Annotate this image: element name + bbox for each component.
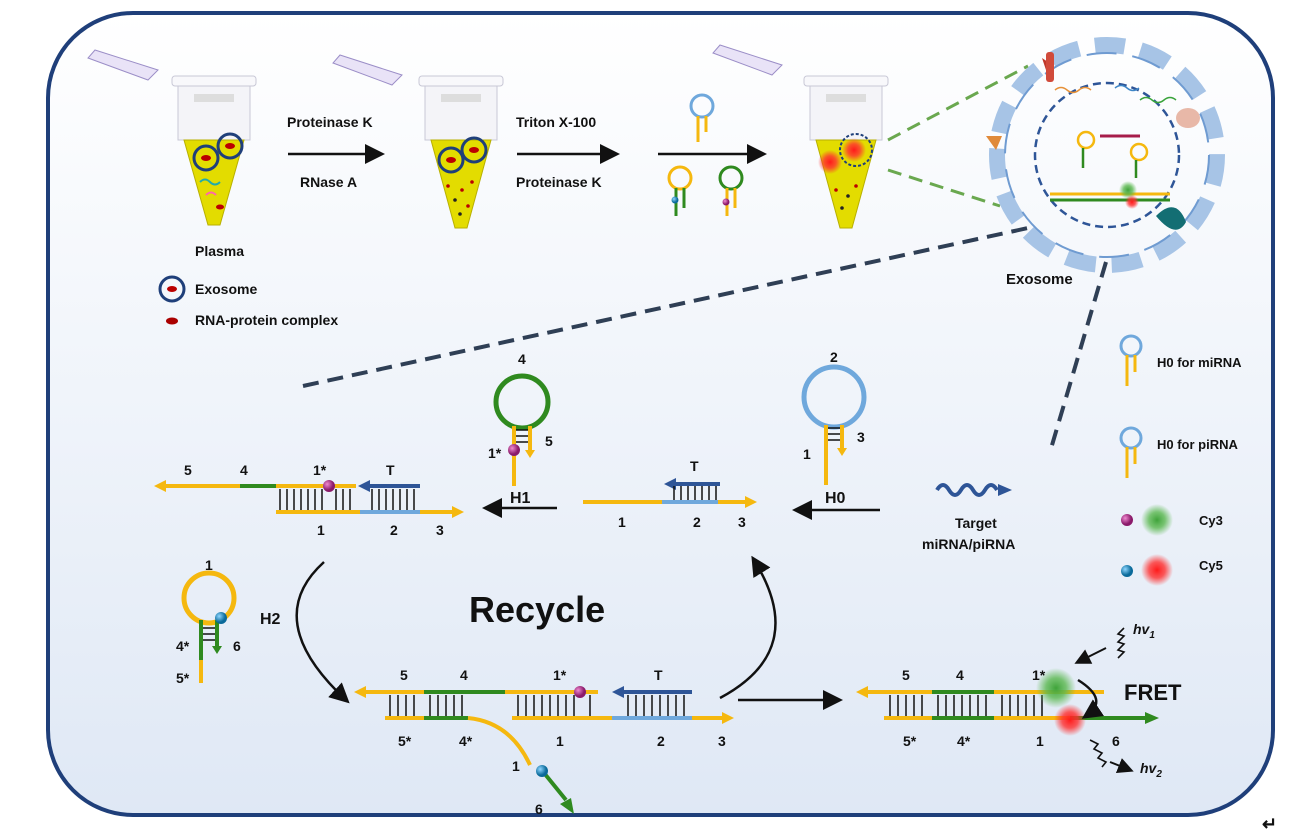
plasma-label: Plasma [195,243,244,259]
fret-domain-1: 1 [1036,733,1044,749]
diagram-frame [46,11,1275,817]
fret-domain-6: 6 [1112,733,1120,749]
bottom-domain-1: 1 [556,733,564,749]
fret-label: FRET [1124,680,1182,705]
h1-domain-4: 4 [518,351,526,367]
exosome-icon [216,132,244,160]
h0-hairpin [801,364,867,485]
bottom-domain-4s: 4* [459,733,473,749]
h2-domain-4s: 4* [176,638,190,654]
recycle-arrow [719,555,777,700]
dashed-guide-right [1048,261,1108,453]
legend-cy5-label: Cy5 [1199,558,1223,573]
h0-arrow-label: H0 [825,490,846,507]
h1-domain-5: 5 [545,433,553,449]
hv1-label: hv1 [1133,621,1155,641]
step2-bottom-label: Proteinase K [516,174,602,190]
h1-hairpin [493,373,551,486]
fret-domain-5s: 5* [903,733,917,749]
fret-domain-1s: 1* [1032,667,1046,683]
h1-arrow-label: H1 [510,490,531,507]
h2-domain-5s: 5* [176,670,190,686]
h2-domain-6: 6 [233,638,241,654]
probe-hairpins [667,93,744,216]
left-domain-1: 1 [317,522,325,538]
rna-protein-icon [166,317,178,325]
legend-cy3-label: Cy3 [1199,513,1223,528]
h0-domain-1: 1 [803,446,811,462]
cy3-dot-icon [1121,514,1133,526]
h2-complex [354,686,734,814]
left-domain-2: 2 [390,522,398,538]
legend-h0-pirna-label: H0 for piRNA [1157,437,1239,452]
zoom-line-bottom [887,168,1001,208]
h0-domain-3: 3 [857,429,865,445]
return-symbol: ↵ [1262,814,1277,832]
h2-arrow-label: H2 [260,611,281,628]
rna-protein-legend-label: RNA-protein complex [195,312,338,328]
exosome-legend-icon [158,275,186,303]
left-domain-1s: 1* [313,462,327,478]
fret-domain-5: 5 [902,667,910,683]
step2-top-label: Triton X-100 [516,114,596,130]
tube-plasma [87,49,257,226]
bottom-domain-4: 4 [460,667,468,683]
h2-arrow [295,561,350,704]
exosome-zoom-label: Exosome [1006,271,1073,288]
bottom-tail-domain-1: 1 [512,758,520,774]
target-label-line1: Target [955,515,997,531]
h1-domain-1s: 1* [488,445,502,461]
mid-domain-3: 3 [738,514,746,530]
recycle-label: Recycle [469,589,605,630]
hv2-label: hv2 [1140,760,1162,780]
cy5-glow-icon [1141,554,1173,586]
mid-T-label: T [690,458,699,474]
fret-product [856,627,1159,773]
bottom-domain-3: 3 [718,733,726,749]
h2-hairpin [181,570,237,683]
bottom-T-label: T [654,667,663,683]
left-domain-5: 5 [184,462,192,478]
legend-h0-pirna [1119,426,1143,478]
legend-h0-mirna [1119,334,1143,386]
h0-domain-2: 2 [830,349,838,365]
fret-domain-4: 4 [956,667,964,683]
tube-reaction [712,44,889,229]
bottom-domain-5: 5 [400,667,408,683]
bottom-domain-1s: 1* [553,667,567,683]
h2-domain-1: 1 [205,557,213,573]
exosome-legend-label: Exosome [195,281,257,297]
fret-domain-4s: 4* [957,733,971,749]
h1-complex [154,480,464,518]
mid-domain-1: 1 [618,514,626,530]
bottom-domain-2: 2 [657,733,665,749]
cy5-dot-icon [1121,565,1133,577]
cy3-glow-icon [1141,504,1173,536]
step1-top-label: Proteinase K [287,114,373,130]
target-label-line2: miRNA/piRNA [922,536,1015,552]
left-T-label: T [386,462,395,478]
left-domain-3: 3 [436,522,444,538]
exosome-icon [192,144,220,172]
mid-domain-2: 2 [693,514,701,530]
legend-h0-mirna-label: H0 for miRNA [1157,355,1242,370]
zoom-line-top [887,64,1029,142]
left-domain-4: 4 [240,462,248,478]
target-rna-icon [935,483,999,497]
tube-lysed [332,54,504,229]
bottom-domain-5s: 5* [398,733,412,749]
exosome-zoom [986,37,1225,273]
step1-bottom-label: RNase A [300,174,357,190]
target-h0-duplex [583,478,757,508]
bottom-tail-domain-6: 6 [535,801,543,817]
